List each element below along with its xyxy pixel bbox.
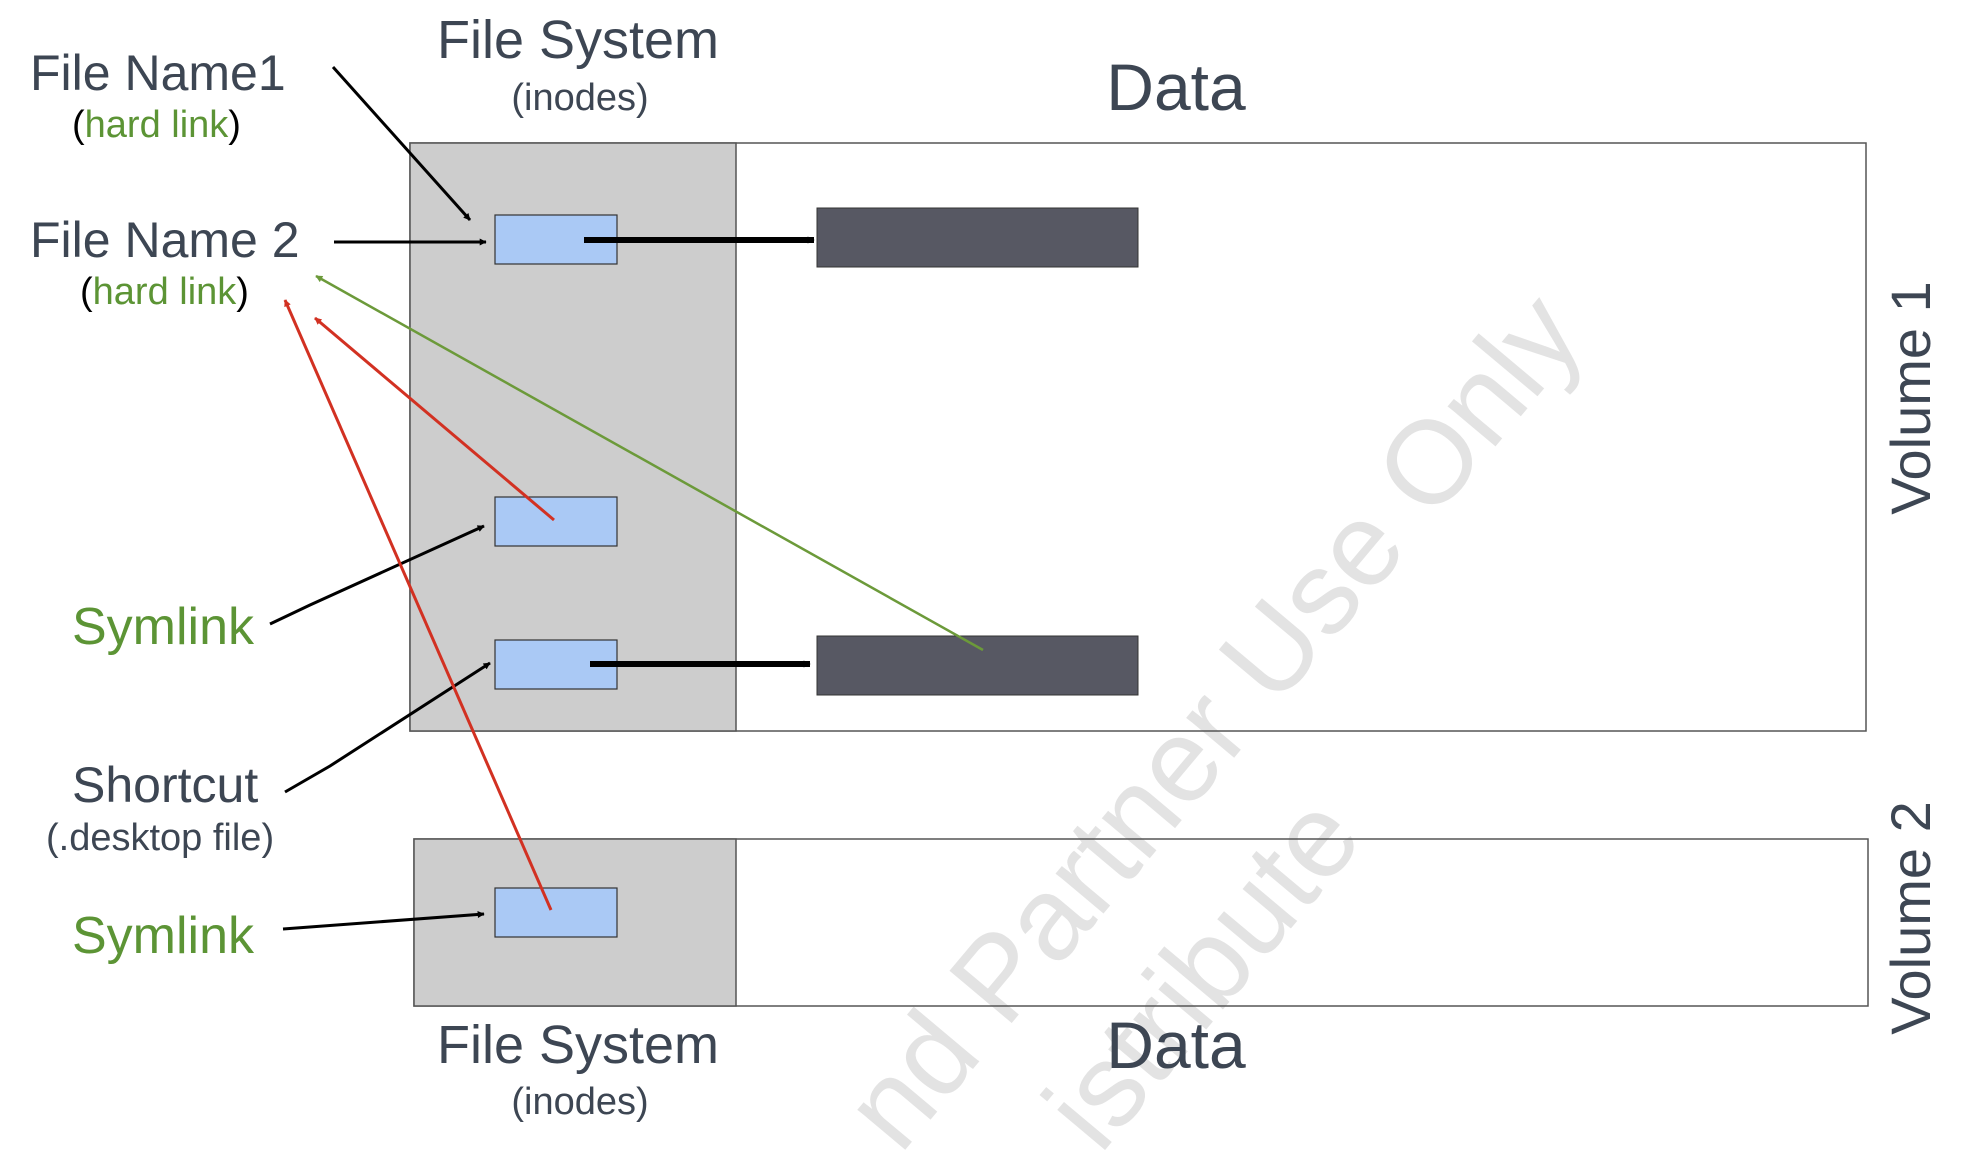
file-name2-hardlink: (hard link) bbox=[80, 271, 249, 313]
file-name1-hardlink-text: hard link bbox=[85, 104, 230, 146]
arrow-shortcut-to-inode bbox=[284, 661, 491, 794]
volume-2-fs-subtitle: (inodes) bbox=[511, 1081, 648, 1123]
arrow-symlink2-to-inode bbox=[282, 910, 485, 931]
symlink-1-label: Symlink bbox=[72, 598, 255, 656]
left-labels: File Name1 (hard link) File Name 2 (hard… bbox=[30, 45, 300, 965]
green-arrow-data-to-filename2 bbox=[315, 274, 984, 652]
file-name1-label: File Name1 bbox=[30, 45, 286, 101]
inode-symlink-1 bbox=[494, 496, 618, 547]
volume-1-data-title: Data bbox=[1106, 50, 1246, 124]
volume-1-fs-subtitle: (inodes) bbox=[511, 77, 648, 119]
red-arrow-symlink2-to-filename2 bbox=[283, 299, 553, 911]
symlink-2-label: Symlink bbox=[72, 907, 255, 965]
volume-2-label: Volume 2 bbox=[1879, 801, 1942, 1035]
volume-labels: Volume 1 Volume 2 bbox=[1879, 281, 1942, 1035]
titles: File System (inodes) Data File System (i… bbox=[437, 10, 1246, 1123]
data-block-file bbox=[816, 207, 1139, 268]
data-block-shortcut bbox=[816, 635, 1139, 696]
data-blocks bbox=[816, 207, 1139, 696]
file-name1-hardlink: (hard link) bbox=[72, 104, 241, 146]
volume-1-label: Volume 1 bbox=[1879, 281, 1942, 515]
arrow-filename1-to-inode bbox=[331, 65, 472, 222]
shortcut-sublabel: (.desktop file) bbox=[46, 817, 274, 859]
file-name2-hardlink-text: hard link bbox=[93, 271, 238, 313]
red-arrow-symlink1-to-filename2 bbox=[314, 316, 555, 522]
red-arrows bbox=[283, 299, 555, 911]
file-name2-label: File Name 2 bbox=[30, 212, 300, 268]
volume-2-fs-title: File System bbox=[437, 1015, 719, 1075]
black-arrows bbox=[269, 65, 815, 931]
shortcut-label: Shortcut bbox=[72, 757, 258, 813]
inode-symlink-2 bbox=[494, 887, 618, 938]
green-arrows bbox=[315, 274, 984, 652]
inodes bbox=[494, 214, 618, 938]
volume-2-data-title: Data bbox=[1106, 1008, 1246, 1082]
arrow-symlink1-to-inode bbox=[269, 524, 485, 626]
volume-1-fs-title: File System bbox=[437, 10, 719, 70]
